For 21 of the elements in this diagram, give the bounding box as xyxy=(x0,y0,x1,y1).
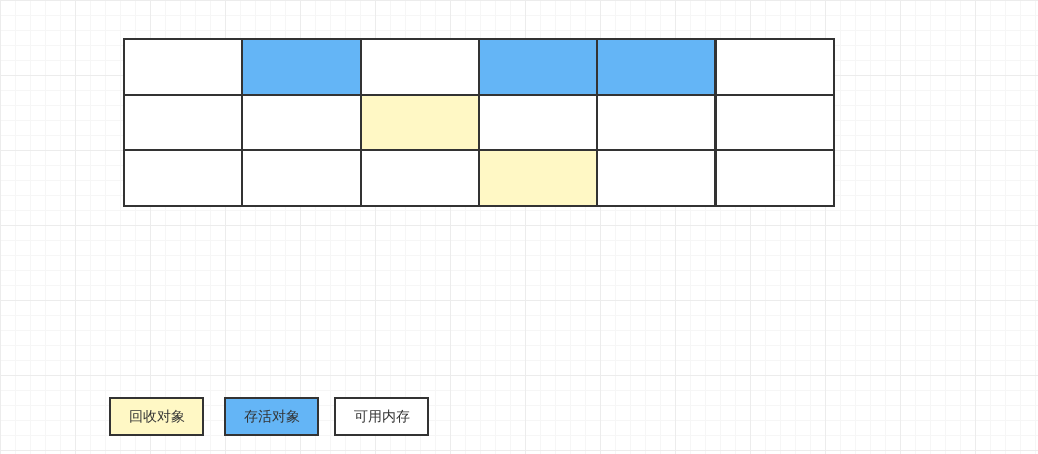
memory-cell xyxy=(123,93,244,152)
memory-cell xyxy=(359,38,480,96)
memory-cell xyxy=(477,38,599,96)
memory-cell xyxy=(477,93,599,152)
legend-text: 存活对象 xyxy=(243,407,300,426)
memory-cell xyxy=(596,149,717,208)
memory-cell xyxy=(596,38,717,96)
legend-text: 回收对象 xyxy=(128,407,185,426)
memory-cell xyxy=(241,38,362,96)
memory-cell xyxy=(123,38,244,96)
memory-cell xyxy=(714,93,835,152)
memory-cell xyxy=(714,149,835,208)
memory-cell xyxy=(241,93,362,152)
memory-cell xyxy=(359,93,480,152)
memory-cell xyxy=(123,149,244,208)
memory-cell xyxy=(596,93,717,152)
memory-cell xyxy=(241,149,362,208)
legend-text: 可用内存 xyxy=(353,407,410,426)
memory-cell xyxy=(714,38,835,96)
memory-cell xyxy=(477,149,599,208)
memory-cell xyxy=(359,149,480,208)
